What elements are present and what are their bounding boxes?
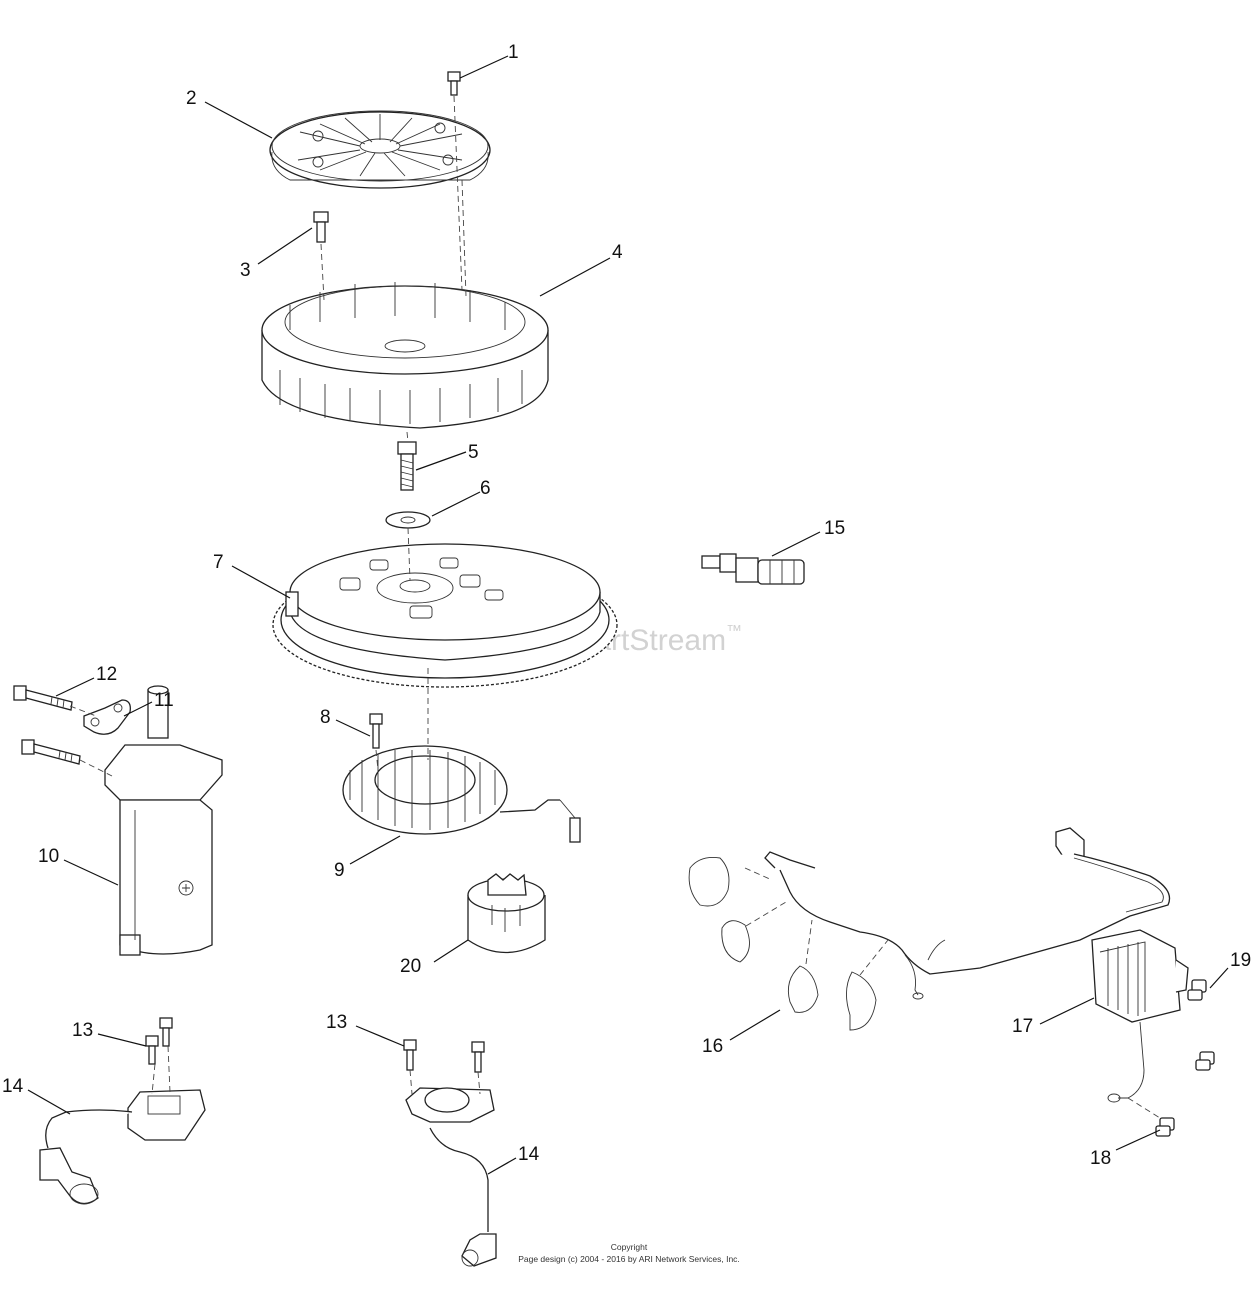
part-5-bolt[interactable]	[397, 441, 417, 491]
callout-19[interactable]: 19	[1230, 950, 1251, 971]
part-11-bracket[interactable]	[83, 699, 131, 735]
callout-1[interactable]: 1	[508, 42, 519, 63]
callout-9[interactable]: 9	[334, 860, 345, 881]
callout-10[interactable]: 10	[38, 846, 59, 867]
part-18-screw[interactable]	[1155, 1117, 1175, 1137]
callout-13-left[interactable]: 13	[72, 1020, 93, 1041]
part-4-fan[interactable]	[261, 282, 549, 429]
callout-13-middle[interactable]: 13	[326, 1012, 347, 1033]
copyright-line-1: Copyright	[611, 1242, 648, 1252]
part-9-stator[interactable]	[342, 745, 581, 843]
part-20-starter-drive[interactable]	[467, 873, 546, 954]
callout-15[interactable]: 15	[824, 518, 845, 539]
part-2-grille[interactable]	[269, 110, 491, 189]
callout-labels: 1 2 3 4 5 6 7 8 9 10 11 12 13 14 13 14 1…	[2, 42, 1251, 1169]
part-7-flywheel[interactable]	[272, 543, 618, 688]
callout-11[interactable]: 11	[154, 690, 174, 711]
part-17-regulator[interactable]	[1091, 929, 1189, 1103]
leader-lines	[27, 55, 1229, 1175]
part-3-screw[interactable]	[313, 211, 329, 243]
callout-6[interactable]: 6	[480, 478, 491, 499]
part-10-starter-motor[interactable]	[104, 685, 223, 956]
part-12-bolts[interactable]	[13, 685, 81, 765]
part-8-screw[interactable]	[369, 713, 383, 749]
callout-2[interactable]: 2	[186, 88, 197, 109]
callout-4[interactable]: 4	[612, 242, 623, 263]
part-16-wiring-harness[interactable]	[688, 827, 1171, 1031]
ignition-coil-left[interactable]	[39, 1017, 206, 1205]
ignition-coil-middle[interactable]	[403, 1039, 497, 1267]
callout-12[interactable]: 12	[96, 664, 117, 685]
part-6-washer[interactable]	[385, 511, 431, 529]
part-15-spark-plug[interactable]	[701, 553, 805, 585]
callout-16[interactable]: 16	[702, 1036, 723, 1057]
callout-18[interactable]: 18	[1090, 1148, 1111, 1169]
part-1-screw[interactable]	[447, 71, 461, 96]
part-19-screw-lower[interactable]	[1195, 1051, 1215, 1071]
callout-14-left[interactable]: 14	[2, 1076, 24, 1097]
callout-7[interactable]: 7	[213, 552, 224, 573]
callout-14-middle[interactable]: 14	[518, 1144, 540, 1165]
callout-17[interactable]: 17	[1012, 1016, 1033, 1037]
callout-5[interactable]: 5	[468, 442, 479, 463]
copyright-line-2: Page design (c) 2004 - 2016 by ARI Netwo…	[518, 1254, 740, 1264]
callout-3[interactable]: 3	[240, 260, 251, 281]
callout-20[interactable]: 20	[400, 956, 421, 977]
callout-8[interactable]: 8	[320, 707, 331, 728]
part-19-screw[interactable]	[1187, 979, 1207, 1001]
assembly-lines	[69, 95, 1161, 1119]
